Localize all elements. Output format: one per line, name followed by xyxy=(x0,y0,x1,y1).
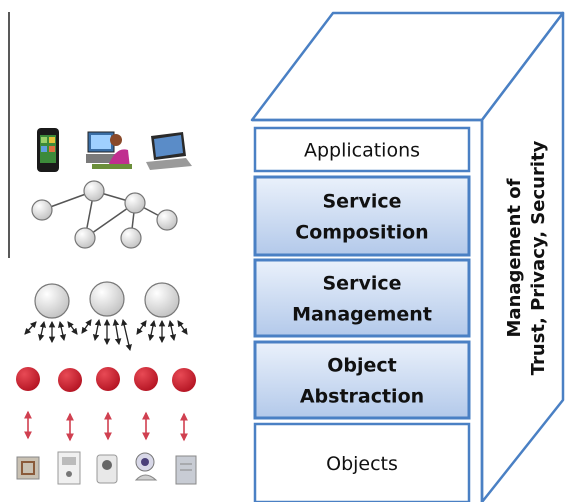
layer-applications-box xyxy=(253,126,471,173)
layer-objects: Objects xyxy=(253,422,471,502)
object-node xyxy=(16,367,40,391)
layer-service-management-box xyxy=(253,258,471,338)
layer-object-abstraction-label: Object xyxy=(327,355,397,377)
network-node xyxy=(83,180,105,202)
object-node xyxy=(58,368,82,392)
layer-service-management-label: Service xyxy=(323,273,402,295)
sensor-box-icon xyxy=(57,451,81,485)
stack-front-face xyxy=(252,118,484,502)
object-node xyxy=(172,368,196,392)
abstraction-node xyxy=(34,283,70,319)
object-node xyxy=(134,367,158,391)
network-node xyxy=(74,227,96,249)
layer-service-composition-label: Service xyxy=(323,191,402,213)
layer-object-abstraction-box xyxy=(253,340,471,420)
layer-applications: Applications xyxy=(253,126,471,173)
desktop-user-icon xyxy=(86,131,132,169)
layer-applications-label: Applications xyxy=(304,140,420,162)
layer-objects-box xyxy=(253,422,471,502)
fanout-arrows xyxy=(24,318,188,352)
layer-object-abstraction-label: Abstraction xyxy=(300,386,424,408)
network-node xyxy=(124,192,146,214)
layer-service-composition-box xyxy=(253,175,471,257)
layer-objects-label: Objects xyxy=(326,453,398,475)
abstraction-node xyxy=(89,281,125,317)
smartphone-icon xyxy=(37,128,59,172)
server-icon xyxy=(175,455,197,485)
network-node xyxy=(120,227,142,249)
abstraction-node xyxy=(144,282,180,318)
rfid-tag-icon xyxy=(16,456,40,480)
side-label-line: Management of xyxy=(504,178,525,337)
camera-device-icon xyxy=(96,454,118,484)
side-label-line: Trust, Privacy, Security xyxy=(528,140,549,375)
layer-stack-3d xyxy=(250,11,565,502)
network-node xyxy=(156,209,178,231)
laptop-icon xyxy=(146,132,192,170)
red-arrows xyxy=(24,410,188,442)
object-node xyxy=(96,367,120,391)
network-graph xyxy=(41,190,168,239)
layer-service-composition-label: Composition xyxy=(295,222,428,244)
left-illustration xyxy=(16,128,197,485)
network-node xyxy=(31,199,53,221)
webcam-icon xyxy=(134,452,158,481)
layer-service-management-label: Management xyxy=(292,304,432,326)
